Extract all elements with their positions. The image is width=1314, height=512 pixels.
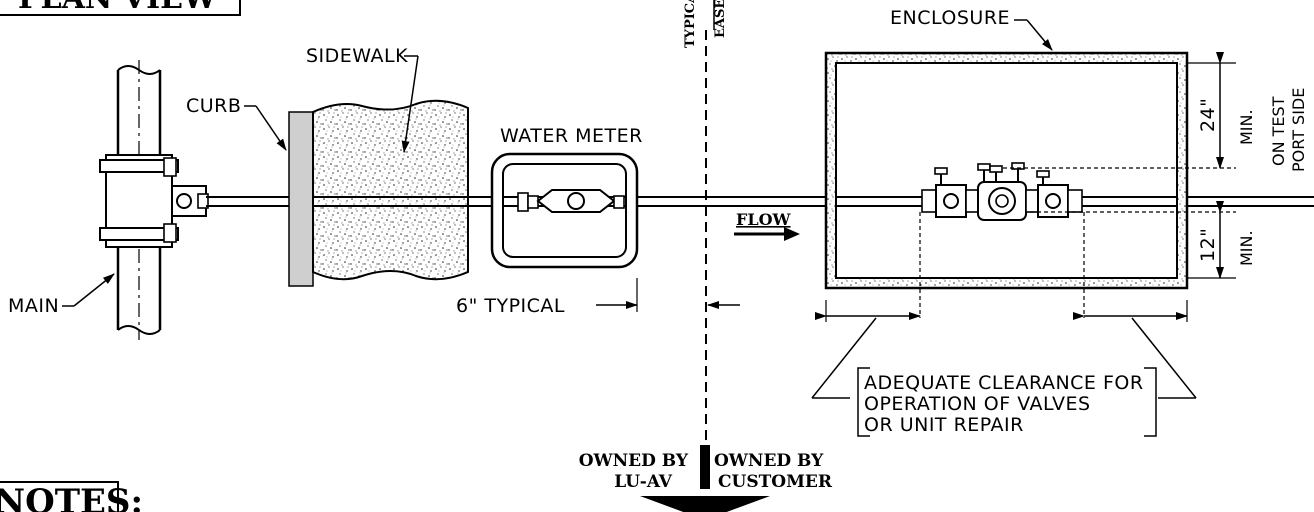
clearance-text-2: OPERATION OF VALVES (864, 393, 1091, 415)
enclosure-label: ENCLOSURE (890, 7, 1053, 51)
dim-24-min: MIN. (1237, 109, 1256, 145)
curb (288, 111, 314, 287)
clearance-lines (919, 167, 1236, 318)
owned-by-customer-line2: CUSTOMER (718, 472, 833, 492)
easement-label-1: TYPICAL (683, 0, 698, 48)
ownership-marker: OWNED BY LU-AV OWNED BY CUSTOMER (579, 445, 833, 512)
sidewalk (312, 99, 469, 281)
enclosure-text: ENCLOSURE (890, 7, 1010, 29)
property-line: TYPICAL EASEMENT (683, 0, 728, 445)
clearance-text-3: OR UNIT REPAIR (864, 414, 1024, 436)
dim-12-min: MIN. (1237, 230, 1256, 266)
owned-by-lu-line1: OWNED BY (579, 451, 689, 471)
easement-label-2: EASEMENT (713, 0, 728, 38)
main-label: MAIN (8, 273, 115, 317)
main-pipe (99, 60, 209, 340)
sidewalk-label: SIDEWALK (306, 45, 419, 153)
backflow-assembly (921, 162, 1083, 221)
enclosure (824, 51, 1189, 290)
title-text: PLAN VIEW (18, 0, 218, 16)
dim-12-value: 12" (1197, 228, 1219, 262)
dim-24-value: 24" (1197, 98, 1219, 132)
dimension-6-typical: 6" TYPICAL (456, 278, 740, 317)
water-meter-text: WATER METER (500, 125, 643, 147)
flow-label: FLOW (736, 210, 792, 229)
clearance-text-1: ADEQUATE CLEARANCE FOR (864, 372, 1144, 394)
curb-text: CURB (186, 95, 241, 117)
clearance-dimensions: ADEQUATE CLEARANCE FOR OPERATION OF VALV… (811, 300, 1197, 437)
dimension-12: 12" MIN. (1187, 201, 1256, 279)
dimension-24: 24" MIN. ON TEST PORT SIDE (1187, 52, 1308, 172)
water-meter-label: WATER METER (500, 125, 643, 147)
curb-label: CURB (186, 95, 287, 151)
notes-box: NOTES: (0, 481, 143, 512)
owned-by-customer-line1: OWNED BY (714, 451, 824, 471)
dim-6-typical-label: 6" TYPICAL (456, 295, 565, 317)
sidewalk-text: SIDEWALK (306, 45, 408, 67)
dim-24-note2: PORT SIDE (1289, 88, 1308, 172)
main-text: MAIN (8, 295, 59, 317)
dim-24-note1: ON TEST (1269, 96, 1288, 166)
flow-indicator: FLOW (734, 210, 800, 241)
owned-by-lu-line2: LU-AV (614, 472, 673, 492)
title-box: PLAN VIEW (0, 0, 241, 16)
notes-heading: NOTES: (0, 482, 143, 512)
water-meter-box (490, 152, 639, 269)
